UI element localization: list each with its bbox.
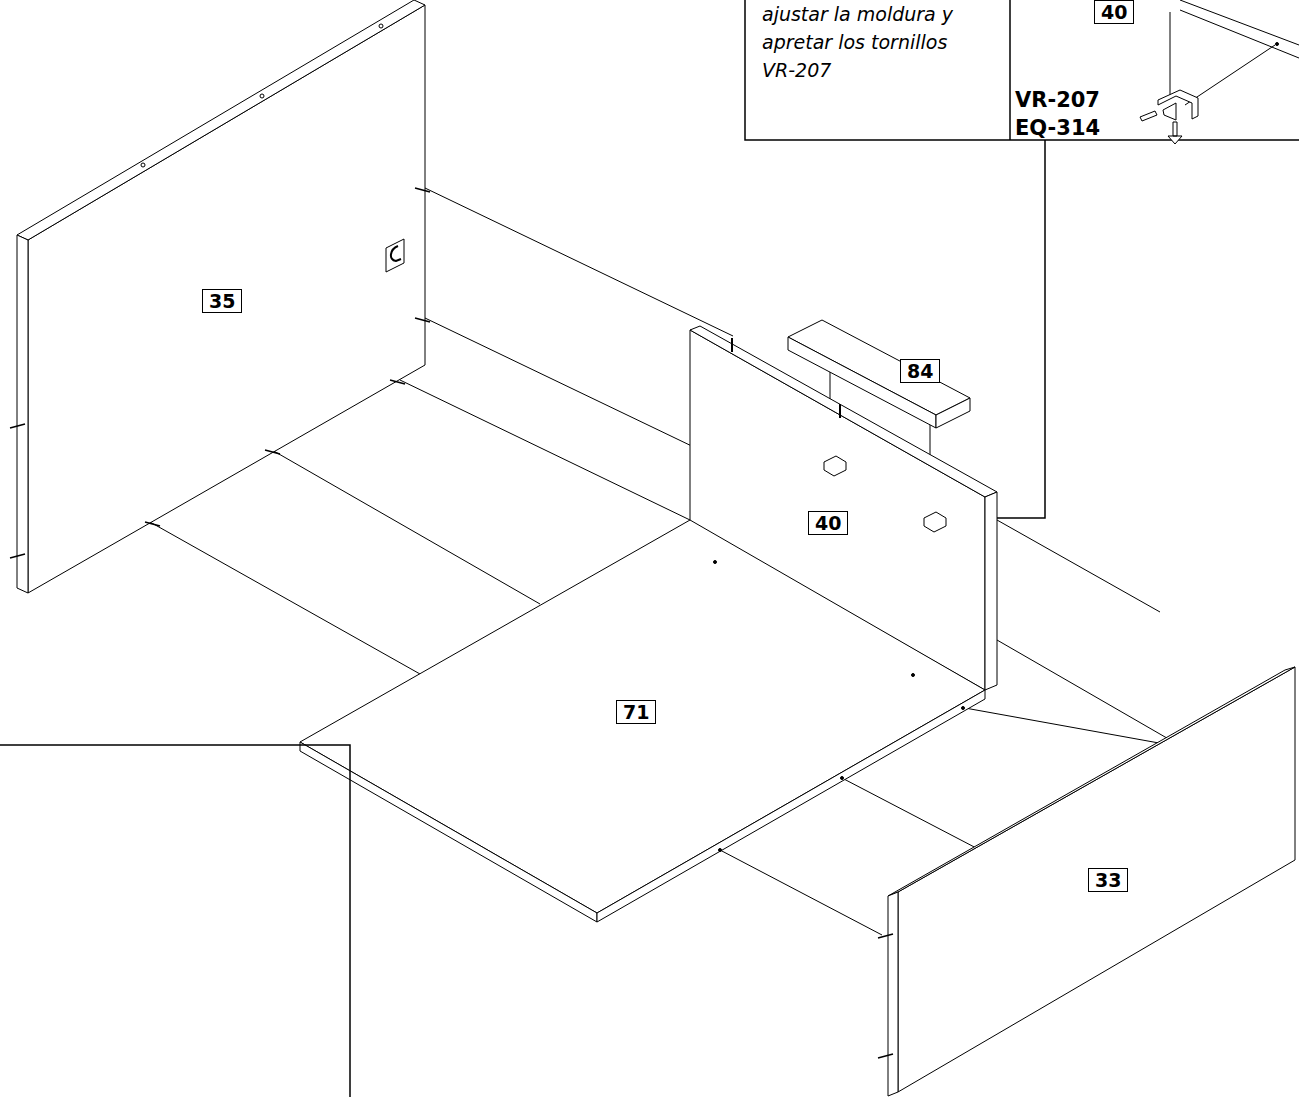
- callout-divider: [1009, 0, 1011, 140]
- panel-35: [17, 0, 425, 593]
- callout-number: 33: [1088, 868, 1128, 892]
- callout-number: 35: [202, 289, 242, 313]
- leader-line: [947, 140, 1045, 518]
- panel-71: [300, 520, 985, 922]
- bracket-symbol: [1163, 103, 1176, 120]
- hardware-code: VR-207: [1015, 88, 1100, 112]
- hardware-code: EQ-314: [1015, 116, 1100, 140]
- bracket-symbol: [1158, 90, 1198, 119]
- detail-panel-edge: [1180, 10, 1299, 58]
- assembly-note: ajustar la moldura y apretar los tornill…: [762, 0, 974, 84]
- callout-number: 84: [900, 359, 940, 383]
- callout-number: 40: [1094, 0, 1134, 24]
- hole: [1276, 43, 1279, 46]
- callout-frame: [745, 0, 1299, 140]
- detail-panel-edge: [1180, 0, 1299, 45]
- panel-84: [788, 320, 970, 428]
- detail-leader: [1170, 12, 1171, 95]
- callout-number: 40: [808, 511, 848, 535]
- dowels: [10, 188, 430, 558]
- step-frame: [0, 745, 350, 1097]
- screw-symbol: [1140, 111, 1157, 121]
- panel-33: [878, 667, 1295, 1096]
- detail-leader: [1185, 45, 1275, 105]
- screw-symbol: [1168, 122, 1182, 144]
- callout-number: 71: [616, 700, 656, 724]
